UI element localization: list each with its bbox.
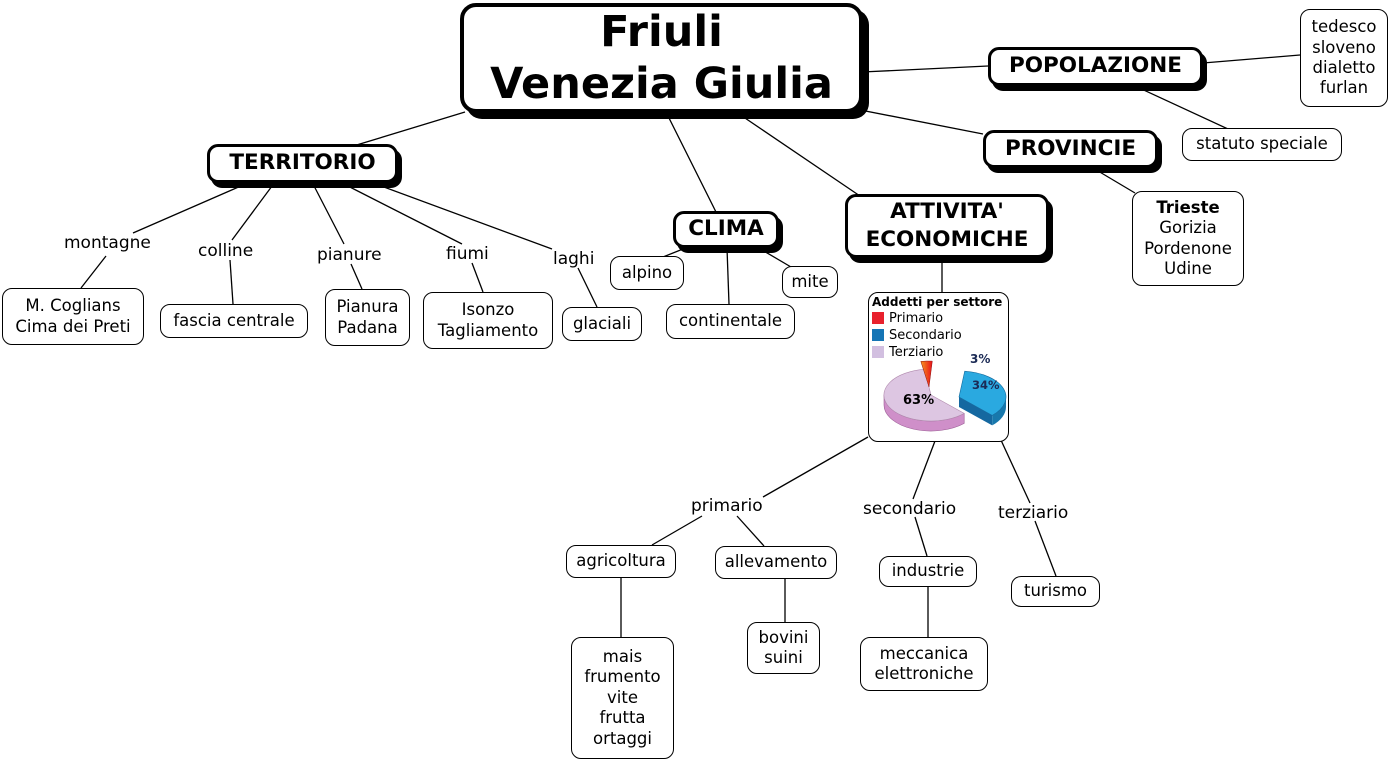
pie-chart: Addetti per settore Primario Secondario … [872,295,1007,432]
legend-swatch-secondario [872,329,884,341]
pie-slice-secondario-face [959,397,993,426]
province-rest: Gorizia Pordenone Udine [1144,218,1232,278]
node-statuto-speciale[interactable]: statuto speciale [1182,128,1342,161]
pie-title: Addetti per settore [872,295,1002,309]
node-provincie[interactable]: PROVINCIE [983,130,1158,168]
label-colline: colline [198,241,254,261]
pie-slice-secondario-side [992,397,1006,426]
node-attivita-economiche[interactable]: ATTIVITA' ECONOMICHE [845,194,1049,258]
node-title[interactable]: Friuli Venezia Giulia [460,3,863,113]
province-main: Trieste [1156,197,1220,217]
pie-label-terziario: 63% [903,393,934,408]
label-fiumi: fiumi [446,244,489,264]
node-popolazione[interactable]: POPOLAZIONE [988,47,1203,86]
legend-label-secondario: Secondario [889,328,962,343]
legend-label-primario: Primario [889,311,943,326]
node-languages[interactable]: tedesco sloveno dialetto furlan [1300,9,1388,107]
node-allevamento[interactable]: allevamento [715,546,837,579]
node-fiumi-list[interactable]: Isonzo Tagliamento [423,292,553,349]
label-terziario: terziario [998,503,1069,523]
legend-swatch-primario [872,312,884,324]
label-laghi: laghi [553,249,595,269]
pie-slice-terziario [883,368,965,422]
label-primario: primario [691,496,763,516]
node-continentale[interactable]: continentale [666,304,795,339]
node-province-list[interactable]: Trieste Gorizia Pordenone Udine [1132,191,1244,286]
node-pianura-padana[interactable]: Pianura Padana [325,289,410,346]
label-secondario: secondario [863,499,957,519]
legend-label-terziario: Terziario [888,345,943,360]
label-montagne: montagne [64,233,151,253]
node-industrie[interactable]: industrie [879,556,977,587]
pie-label-secondario: 34% [972,378,1000,392]
node-animali[interactable]: bovini suini [747,622,820,674]
node-colture[interactable]: mais frumento vite frutta ortaggi [571,637,674,759]
legend-swatch-terziario [872,346,884,358]
pie-slice-primario [920,360,933,388]
pie-chart-box[interactable]: Addetti per settore Primario Secondario … [868,292,1009,442]
node-mite[interactable]: mite [782,266,838,298]
node-glaciali[interactable]: glaciali [562,307,642,341]
node-agricoltura[interactable]: agricoltura [566,545,676,578]
node-clima[interactable]: CLIMA [673,211,779,248]
node-fascia-centrale[interactable]: fascia centrale [160,304,308,338]
node-territorio[interactable]: TERRITORIO [207,144,398,183]
label-pianure: pianure [317,245,382,265]
pie-label-primario: 3% [970,352,990,366]
node-turismo[interactable]: turismo [1011,576,1100,607]
node-industrie-tipi[interactable]: meccanica elettroniche [860,637,988,691]
node-monti[interactable]: M. Coglians Cima dei Preti [2,288,144,345]
node-alpino[interactable]: alpino [610,256,684,290]
pie-slice-secondario [958,370,1007,416]
